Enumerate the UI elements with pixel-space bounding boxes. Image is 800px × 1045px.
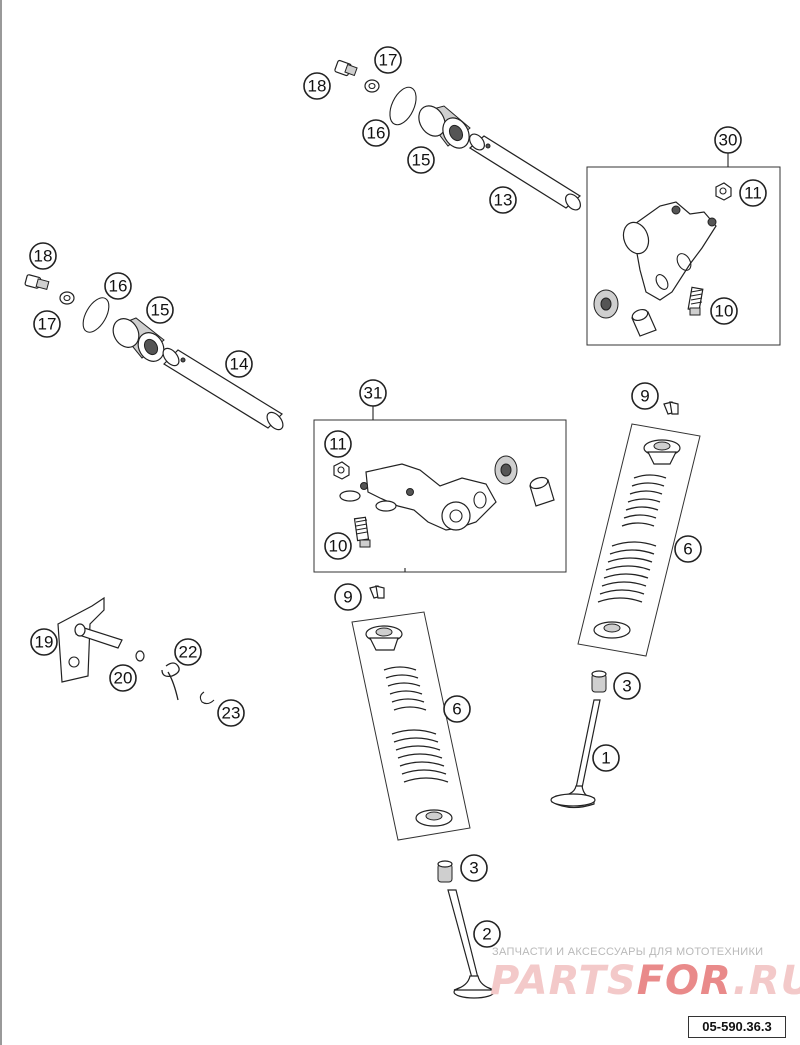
svg-text:18: 18 (34, 247, 53, 266)
watermark-brand-ru: .RU (732, 958, 800, 1004)
callout-6-upper: 6 (674, 535, 702, 563)
svg-text:11: 11 (744, 184, 762, 203)
shaft-plug-part (112, 317, 165, 362)
svg-text:15: 15 (151, 301, 170, 320)
callout-16-upper: 16 (362, 119, 390, 147)
svg-text:6: 6 (452, 700, 461, 719)
svg-text:16: 16 (109, 277, 128, 296)
callout-11-lower: 11 (324, 430, 352, 458)
ball-part (135, 650, 145, 662)
svg-text:9: 9 (640, 387, 649, 406)
rocker-arm-box-30 (586, 150, 781, 346)
lower-shaft-assembly (24, 274, 284, 431)
callout-17-upper: 17 (374, 46, 402, 74)
callout-14: 14 (225, 350, 253, 378)
callout-19: 19 (30, 628, 58, 656)
exhaust-valve-part (447, 889, 495, 999)
shaft-plug-part (418, 105, 471, 149)
screw-part (334, 59, 358, 77)
svg-text:11: 11 (329, 435, 347, 454)
svg-text:15: 15 (412, 151, 431, 170)
callout-15-upper: 15 (407, 146, 435, 174)
intake-valve-part (550, 699, 601, 809)
svg-text:30: 30 (719, 131, 738, 150)
screw-part (24, 274, 50, 291)
callout-15-lower: 15 (146, 296, 174, 324)
diagram-code-label: 05-590.36.3 (688, 1016, 786, 1038)
callout-18-lower: 18 (29, 242, 57, 270)
watermark-brand-for: FOR (636, 958, 733, 1004)
rocker-shaft-part (468, 133, 582, 211)
callout-30: 30 (714, 126, 742, 154)
circlip-part (199, 691, 215, 705)
washer-part (364, 79, 380, 93)
callout-22: 22 (174, 638, 202, 666)
o-ring-part (389, 86, 417, 126)
watermark-brand-parts: PARTS (490, 958, 637, 1004)
svg-text:2: 2 (482, 925, 491, 944)
svg-text:3: 3 (469, 859, 478, 878)
watermark-subtitle: ЗАПЧАСТИ И АКСЕССУАРЫ ДЛЯ МОТОТЕХНИКИ (492, 946, 764, 958)
callout-9-lower: 9 (334, 583, 362, 611)
rocker-shaft-part (162, 347, 284, 431)
svg-text:18: 18 (308, 77, 327, 96)
svg-text:17: 17 (38, 315, 57, 334)
svg-text:3: 3 (622, 677, 631, 696)
roller-part (494, 455, 518, 485)
svg-text:16: 16 (367, 124, 386, 143)
callout-9-upper: 9 (631, 382, 659, 410)
decompressor-assembly (57, 596, 215, 705)
svg-text:17: 17 (379, 51, 398, 70)
callout-10-lower: 10 (324, 532, 352, 560)
callout-1: 1 (592, 744, 620, 772)
callout-16-lower: 16 (104, 272, 132, 300)
roller-part (593, 289, 619, 319)
svg-text:1: 1 (601, 749, 610, 768)
callout-6-lower: 6 (443, 695, 471, 723)
rocker-arm-box-31 (313, 404, 567, 573)
callout-18-upper: 18 (303, 72, 331, 100)
valve-stem-seal-left (437, 860, 453, 883)
watermark-logo: PARTSFOR.RU (490, 958, 800, 1004)
svg-text:19: 19 (35, 633, 54, 652)
bushing-part (631, 308, 657, 337)
valve-spring-set-right (577, 401, 701, 657)
adjuster-screw-part (687, 286, 704, 316)
torsion-spring-part (161, 662, 180, 701)
upper-shaft-assembly (334, 59, 582, 211)
callout-3-lower: 3 (460, 854, 488, 882)
rocker-arm-part (339, 463, 497, 531)
bushing-part (529, 476, 555, 507)
adjuster-screw-part (353, 516, 371, 548)
callout-11-upper: 11 (739, 179, 767, 207)
rocker-arm-part (622, 201, 717, 301)
callout-20: 20 (109, 664, 137, 692)
svg-text:23: 23 (222, 704, 241, 723)
callout-17-lower: 17 (33, 310, 61, 338)
washer-part (59, 291, 75, 305)
callout-23: 23 (217, 699, 245, 727)
left-edge-line (0, 0, 2, 1045)
svg-text:14: 14 (230, 355, 249, 374)
svg-text:20: 20 (114, 669, 133, 688)
o-ring-part (82, 297, 110, 333)
callout-3-upper: 3 (613, 672, 641, 700)
svg-text:13: 13 (494, 191, 513, 210)
svg-text:22: 22 (179, 643, 198, 662)
callout-2: 2 (473, 920, 501, 948)
svg-text:31: 31 (364, 384, 383, 403)
valve-stem-seal-right (591, 670, 607, 693)
callout-31: 31 (359, 379, 387, 407)
callout-10-upper: 10 (710, 297, 738, 325)
svg-text:6: 6 (683, 540, 692, 559)
valve-spring-set-left (351, 585, 471, 841)
callout-13: 13 (489, 186, 517, 214)
svg-text:9: 9 (343, 588, 352, 607)
svg-text:10: 10 (329, 537, 348, 556)
svg-text:10: 10 (715, 302, 734, 321)
